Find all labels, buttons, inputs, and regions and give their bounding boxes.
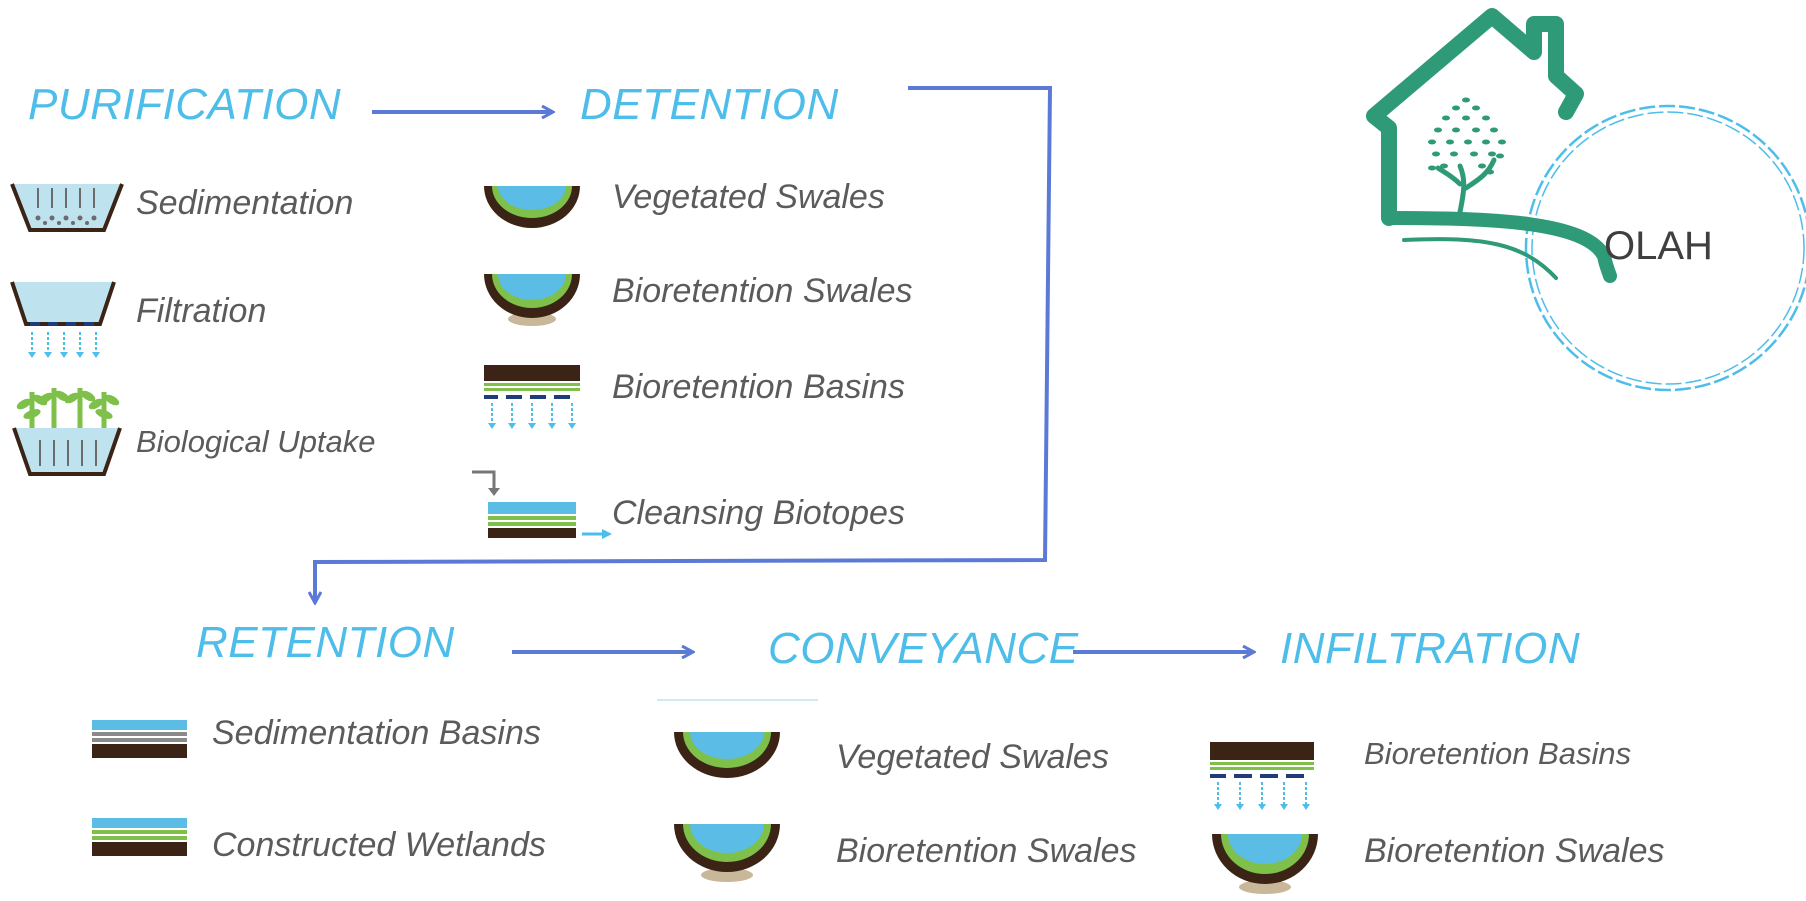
tree-icon [1435, 157, 1497, 215]
olah-logo [1366, 8, 1806, 392]
label-conveyance-vegetated-swales: Vegetated Swales [836, 738, 1109, 776]
heading-infiltration: INFILTRATION [1280, 624, 1581, 673]
cleansing-biotope-icon [472, 470, 612, 539]
heading-purification: PURIFICATION [28, 80, 342, 129]
label-infiltration-bioretention-swales: Bioretention Swales [1364, 832, 1665, 870]
plant-uptake-icon [12, 388, 122, 476]
heading-detention: DETENTION [580, 80, 839, 129]
connector-detention-to-retention [315, 86, 1053, 602]
label-conveyance-bioretention-swales: Bioretention Swales [836, 832, 1137, 870]
label-detention-bioretention-basins: Bioretention Basins [612, 368, 905, 406]
bioretention-basin-icon [484, 365, 580, 429]
bioretention-basin-icon [1210, 742, 1314, 810]
vegetated-swale-icon [484, 186, 580, 228]
logo-text: OLAH [1604, 224, 1713, 268]
wetland-layers-icon [92, 818, 187, 856]
filtration-basin-icon [10, 281, 116, 358]
heading-retention: RETENTION [196, 618, 455, 667]
label-sedimentation-basins: Sedimentation Basins [212, 714, 541, 752]
heading-conveyance: CONVEYANCE [768, 624, 1079, 673]
label-detention-cleansing-biotopes: Cleansing Biotopes [612, 494, 905, 532]
label-detention-bioretention-swales: Bioretention Swales [612, 272, 913, 310]
bioretention-swale-icon [674, 824, 780, 882]
bioretention-swale-icon [484, 274, 580, 326]
label-filtration: Filtration [136, 292, 267, 330]
label-detention-vegetated-swales: Vegetated Swales [612, 178, 885, 216]
label-sedimentation: Sedimentation [136, 184, 354, 222]
sedimentation-basin-icon [10, 183, 124, 232]
sedimentation-layers-icon [92, 720, 187, 758]
label-biological-uptake: Biological Uptake [136, 424, 376, 459]
bioretention-swale-icon [1212, 834, 1318, 894]
label-infiltration-bioretention-basins: Bioretention Basins [1364, 736, 1632, 771]
vegetated-swale-icon [674, 732, 780, 778]
label-constructed-wetlands: Constructed Wetlands [212, 826, 546, 864]
